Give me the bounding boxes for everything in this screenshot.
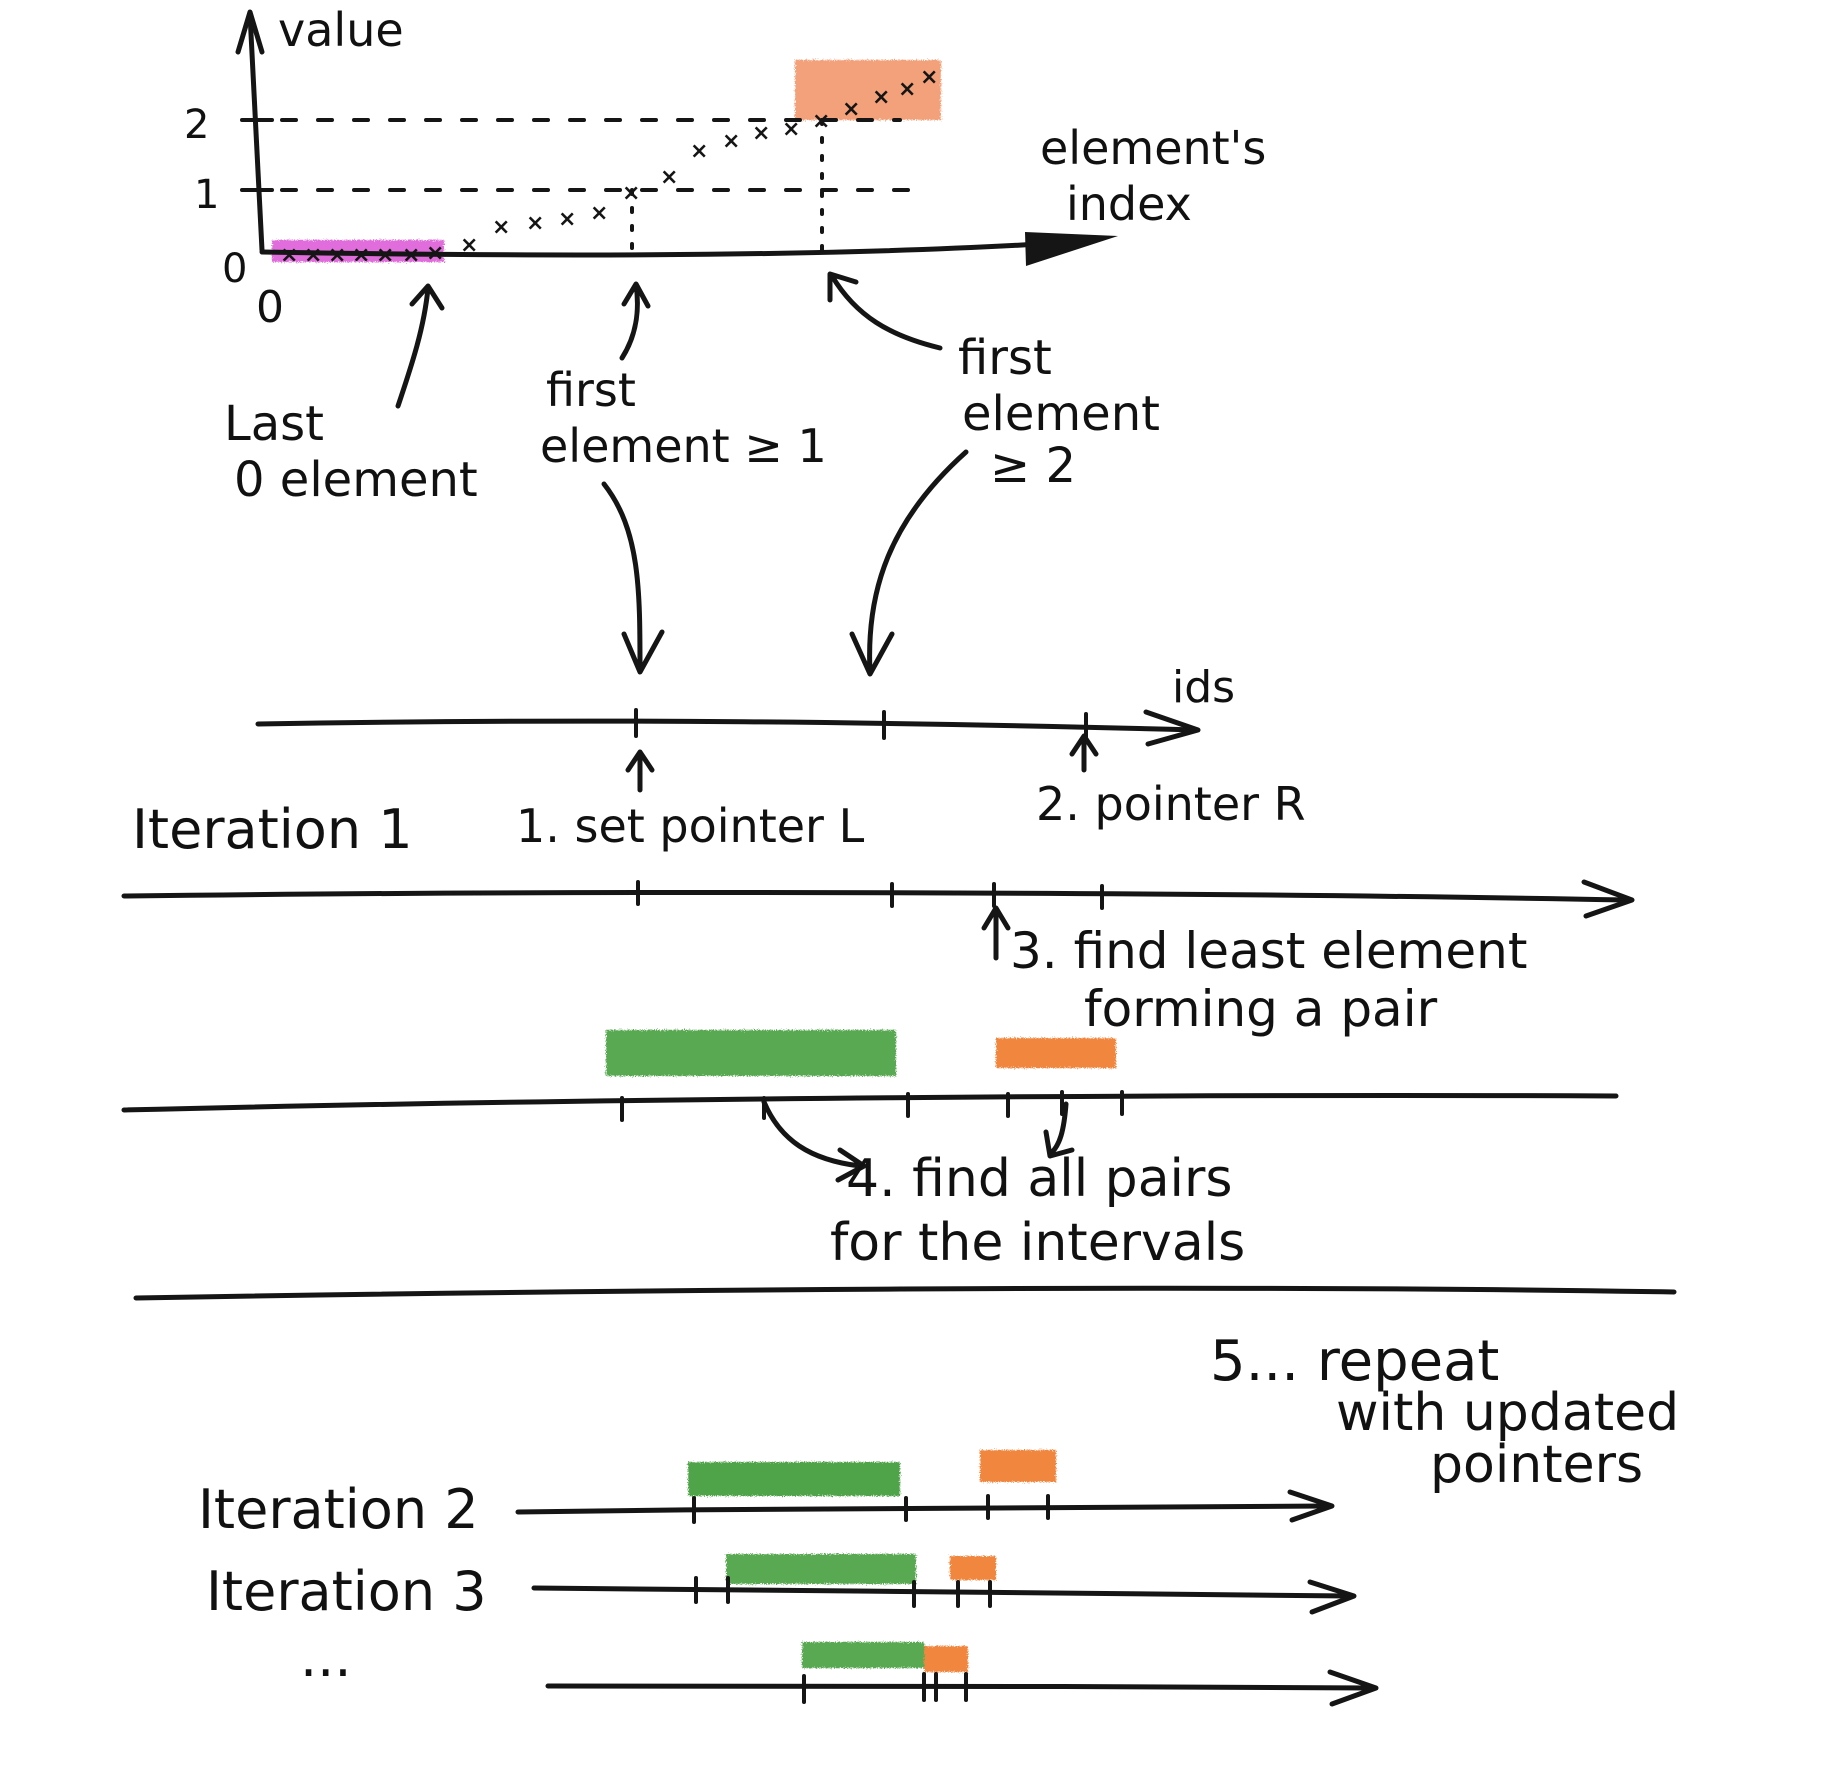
x-axis-marker-tip	[1025, 232, 1118, 266]
svg-text:×: ×	[304, 243, 322, 268]
iteration-1-label: Iteration 1	[132, 798, 413, 861]
iteration-3-arrowhead	[1307, 1579, 1357, 1615]
iter2-green-interval	[688, 1462, 900, 1496]
pointer-r-label: 2. pointer R	[1036, 777, 1306, 831]
step4-line2: for the intervals	[830, 1213, 1245, 1273]
iterN-orange-interval	[924, 1646, 968, 1672]
label-first-ge1-line1: first	[546, 363, 636, 417]
value-index-plot: 2 1 0 0 ××× ×××× ××× ××× ××× ××× ×××× va…	[184, 3, 1266, 508]
arrow-to-pointer-l	[601, 481, 665, 675]
pointer-r-arrow	[1069, 733, 1099, 773]
iteration-2-arrowhead	[1287, 1489, 1335, 1523]
iter2-orange-interval	[980, 1450, 1056, 1482]
svg-text:×: ×	[402, 243, 420, 268]
iter1-green-interval	[606, 1030, 896, 1076]
iterN-green-interval	[802, 1642, 924, 1668]
svg-text:×: ×	[622, 181, 640, 206]
iter3-orange-interval	[950, 1556, 996, 1580]
iteration-more-line	[545, 1683, 1375, 1691]
data-points: ××× ×××× ××× ××× ××× ××× ××××	[280, 65, 938, 268]
label-last-zero-line1: Last	[224, 396, 324, 452]
iteration-3-line	[531, 1585, 1353, 1599]
x-axis-label-line2: index	[1066, 177, 1192, 231]
x-axis	[259, 241, 1043, 258]
step3-line2: forming a pair	[1084, 980, 1438, 1038]
step3-arrow	[981, 905, 1011, 961]
top-value-highlight	[795, 60, 941, 120]
svg-text:×: ×	[426, 241, 444, 266]
iteration-1-arrowhead	[1581, 879, 1635, 919]
svg-text:×: ×	[898, 77, 916, 102]
svg-text:×: ×	[872, 85, 890, 110]
arrow-first-ge1-up	[619, 281, 651, 361]
label-first-ge2-line1: first	[958, 330, 1052, 386]
iteration-1: Iteration 1 3. find least element formin…	[121, 798, 1635, 1273]
svg-text:×: ×	[782, 117, 800, 142]
svg-text:×: ×	[812, 109, 830, 134]
y-axis-arrowhead	[235, 9, 265, 55]
more-iterations-label: ...	[300, 1626, 352, 1689]
y-tick-label-0: 0	[222, 246, 247, 292]
pointer-l-arrow	[625, 749, 655, 793]
label-last-zero-line2: 0 element	[234, 452, 478, 508]
svg-text:×: ×	[328, 243, 346, 268]
iteration-2-label: Iteration 2	[198, 1478, 479, 1541]
step4-line1: 4. find all pairs	[846, 1149, 1232, 1209]
pointer-l-label: 1. set pointer L	[516, 799, 865, 853]
iter1-orange-interval	[996, 1038, 1116, 1068]
y-axis	[247, 11, 265, 253]
svg-text:×: ×	[920, 65, 938, 90]
iteration-3: Iteration 3	[206, 1554, 1357, 1623]
ids-line: ids 1. set pointer L 2. pointer R	[255, 662, 1306, 853]
ids-axis	[255, 718, 1199, 733]
svg-text:×: ×	[752, 121, 770, 146]
label-first-ge1-line2: element ≥ 1	[540, 419, 827, 473]
svg-text:×: ×	[352, 243, 370, 268]
svg-text:×: ×	[492, 215, 510, 240]
iter3-green-interval	[726, 1554, 916, 1584]
svg-text:×: ×	[460, 233, 478, 258]
svg-text:×: ×	[280, 243, 298, 268]
repeat-note-line1: 5... repeat	[1210, 1329, 1499, 1394]
ids-axis-label: ids	[1172, 662, 1235, 713]
iteration-1-line-a	[121, 890, 1631, 903]
svg-text:×: ×	[660, 165, 678, 190]
svg-text:×: ×	[376, 243, 394, 268]
label-first-ge2-line3: ≥ 2	[990, 438, 1076, 494]
step4-arrow-left	[761, 1099, 867, 1183]
iteration-2: Iteration 2	[198, 1450, 1335, 1541]
svg-text:×: ×	[722, 129, 740, 154]
arrow-first-ge2-up	[827, 271, 943, 351]
iteration-2-line	[515, 1503, 1329, 1515]
arrow-last-zero	[395, 283, 445, 409]
label-first-ge2-line2: element	[962, 386, 1160, 442]
svg-text:×: ×	[558, 207, 576, 232]
svg-text:×: ×	[690, 139, 708, 164]
arrow-to-pointer-r	[849, 449, 969, 677]
repeat-note-line3: pointers	[1430, 1435, 1643, 1495]
repeat-note-line2: with updated	[1336, 1383, 1679, 1443]
svg-text:×: ×	[590, 201, 608, 226]
x-origin-label: 0	[256, 282, 284, 333]
y-axis-label: value	[278, 3, 404, 57]
iteration-more-arrowhead	[1327, 1669, 1379, 1707]
x-axis-label-line1: element's	[1040, 121, 1266, 175]
step3-line1: 3. find least element	[1010, 922, 1527, 980]
svg-text:×: ×	[526, 211, 544, 236]
y-tick-label-1: 1	[194, 172, 219, 218]
iteration-3-label: Iteration 3	[206, 1560, 487, 1623]
y-tick-label-2: 2	[184, 102, 209, 148]
svg-text:×: ×	[842, 97, 860, 122]
ids-arrowhead	[1143, 709, 1201, 747]
iteration-1-line-b	[121, 1093, 1619, 1113]
section-divider	[133, 1285, 1677, 1301]
step4-arrow-right	[1043, 1101, 1075, 1159]
iteration-more: ...	[300, 1626, 1379, 1707]
